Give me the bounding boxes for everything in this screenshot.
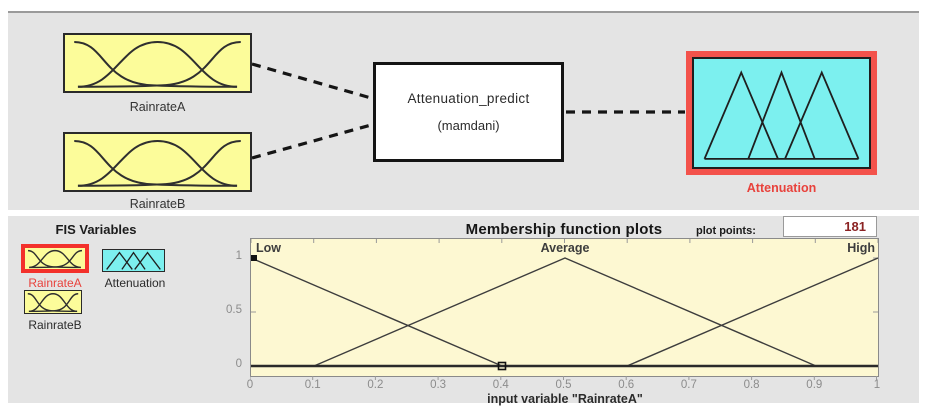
x-axis-label: input variable "RainrateA" xyxy=(487,392,643,406)
fis-variable-label-rainrateb[interactable]: RainrateB xyxy=(28,318,82,332)
x-axis-ticks xyxy=(250,376,877,380)
mf-handle-foot[interactable] xyxy=(497,361,507,371)
x-tick-05: 0.5 xyxy=(555,379,572,391)
mf-handle-peak[interactable] xyxy=(251,255,257,261)
x-tick-08: 0.8 xyxy=(743,379,760,391)
y-tick-1: 1 xyxy=(235,250,242,262)
input-variable-box-rainratea[interactable] xyxy=(63,33,252,93)
mf-curve-high[interactable] xyxy=(626,257,879,367)
x-tick-01: 0.1 xyxy=(304,379,321,391)
triangular-mf-icon xyxy=(692,57,871,169)
gaussian-mf-icon xyxy=(65,35,250,91)
gaussian-mf-icon xyxy=(25,291,81,313)
x-tick-06: 0.6 xyxy=(618,379,635,391)
output-variable-label-attenuation: Attenuation xyxy=(746,181,817,195)
mf-curve-average[interactable] xyxy=(313,257,817,367)
mf-label-average[interactable]: Average xyxy=(541,241,590,255)
system-name: Attenuation_predict xyxy=(407,91,530,106)
x-tick-04: 0.4 xyxy=(492,379,509,391)
membership-plot-title: Membership function plots xyxy=(465,221,663,238)
output-variable-box-attenuation[interactable] xyxy=(686,51,877,175)
y-tick-0_5: 0.5 xyxy=(226,304,242,316)
mf-label-low[interactable]: Low xyxy=(256,241,281,255)
x-tick-03: 0.3 xyxy=(430,379,447,391)
x-tick-02: 0.2 xyxy=(367,379,384,391)
fis-variables-title: FIS Variables xyxy=(55,222,137,237)
x-tick-07: 0.7 xyxy=(680,379,697,391)
triangular-mf-icon xyxy=(103,250,164,271)
plot-points-input[interactable]: 181 xyxy=(783,216,877,237)
system-type: (mamdani) xyxy=(437,118,500,133)
plot-points-label: plot points: xyxy=(696,225,756,237)
input-variable-box-rainrateb[interactable] xyxy=(63,132,252,192)
y-tick-0: 0 xyxy=(235,358,242,370)
fis-variable-label-attenuation[interactable]: Attenuation xyxy=(104,276,166,290)
membership-editor-panel: FIS Variables RainrateA Attenuation xyxy=(8,216,919,406)
mf-label-high[interactable]: High xyxy=(847,241,875,255)
fis-variable-label-rainratea[interactable]: RainrateA xyxy=(28,276,82,290)
x-tick-0: 0 xyxy=(246,379,254,391)
input-variable-label-rainrateb: RainrateB xyxy=(129,197,186,211)
fis-variable-icon-attenuation[interactable] xyxy=(102,249,165,272)
connector-lines xyxy=(251,62,685,160)
fis-diagram-panel: RainrateA RainrateB Attenuation_predict … xyxy=(8,11,919,211)
inference-system-box[interactable]: Attenuation_predict (mamdani) xyxy=(373,62,564,162)
fis-variable-icon-rainrateb[interactable] xyxy=(24,290,82,314)
gaussian-mf-icon xyxy=(25,248,85,269)
x-tick-1: 1 xyxy=(873,379,881,391)
membership-plot-area[interactable]: Low Average High xyxy=(250,238,879,377)
mf-curve-low[interactable] xyxy=(250,257,503,367)
x-tick-09: 0.9 xyxy=(806,379,823,391)
membership-curves: Low Average High xyxy=(250,239,879,371)
gaussian-mf-icon xyxy=(65,134,250,190)
input-variable-label-rainratea: RainrateA xyxy=(129,100,186,114)
fis-variable-icon-rainratea[interactable] xyxy=(21,244,89,273)
